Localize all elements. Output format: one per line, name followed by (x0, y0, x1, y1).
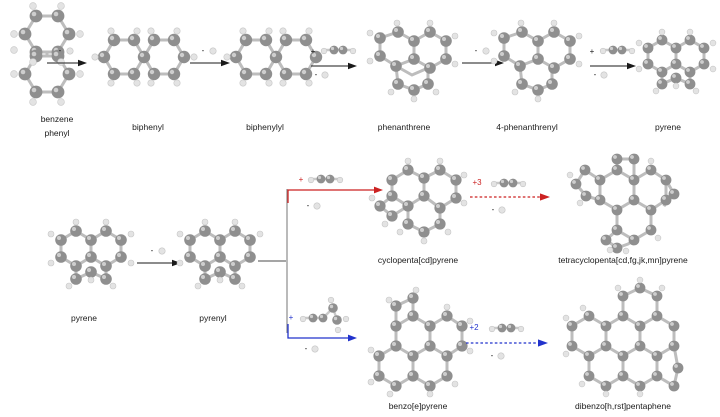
caption-cyclopenta-cd-pyrene: cyclopenta[cd]pyrene (377, 255, 459, 265)
arrow-label-b2-above: +2 (469, 323, 479, 332)
molecule-benzene-phenyl (6, 2, 111, 106)
hydrogen-radical-icon (599, 69, 611, 79)
caption-pyrenyl: pyrenyl (199, 313, 227, 323)
caption-pyrene-top: pyrene (655, 122, 681, 132)
acetylene-icon (597, 43, 637, 57)
branch-bracket (258, 186, 304, 336)
arrow-label-r1-above: + (298, 175, 304, 184)
arrow-step-r1 (287, 186, 385, 204)
arrow-step-b1 (287, 322, 385, 342)
arrow-step-t1 (47, 58, 87, 68)
arrow-label-t1-above: - (58, 46, 62, 55)
caption-benzene: benzene (40, 114, 74, 124)
arrow-step-t2 (190, 58, 230, 68)
acetylene-icon (305, 172, 345, 186)
caption-biphenylyl: biphenylyl (246, 122, 284, 132)
hydrogen-radical-icon (320, 69, 332, 79)
molecule-4-phenanthrenyl (490, 19, 583, 103)
arrow-label-b2-below: - (490, 351, 494, 360)
molecule-pyrenyl (176, 218, 264, 290)
arrow-label-t5-below: - (593, 70, 597, 79)
molecule-cyclopenta-cd-pyrene (368, 157, 468, 248)
acetylene-icon (318, 43, 358, 57)
arrow-label-b1-below: - (304, 344, 308, 353)
hydrogen-radical-icon (310, 343, 322, 353)
molecule-pyrene-row2 (47, 218, 135, 290)
molecule-benzo-e-pyrene (367, 286, 474, 398)
arrow-label-t5-above: + (589, 47, 595, 56)
molecule-dibenzo-pentaphene (562, 276, 684, 398)
acetylene-icon (486, 321, 526, 335)
arrow-step-t3 (311, 61, 357, 71)
arrow-label-m1-above: - (150, 246, 154, 255)
caption-phenyl: phenyl (44, 128, 70, 138)
arrow-step-m1 (137, 258, 181, 268)
hydrogen-radical-icon (157, 245, 169, 255)
molecule-pyrene-top (635, 28, 717, 95)
arrow-step-b2 (466, 338, 550, 348)
acetylene-icon (488, 176, 528, 190)
molecule-tetracyclopenta-pyrene (566, 153, 680, 255)
hydrogen-radical-icon (481, 45, 493, 55)
vinylacetylene-icon (295, 296, 351, 340)
arrow-label-r2-below: - (491, 205, 495, 214)
hydrogen-radical-icon (312, 200, 324, 210)
hydrogen-radical-icon (497, 204, 509, 214)
caption-biphenyl: biphenyl (132, 122, 164, 132)
caption-pyrene-row2: pyrene (71, 313, 97, 323)
caption-4-phenanthrenyl: 4-phenanthrenyl (496, 122, 558, 132)
caption-dibenzo-pentaphene: dibenzo[h,rst]pentaphene (575, 401, 671, 411)
arrow-label-t2-above: - (201, 46, 205, 55)
molecule-phenanthrene (366, 19, 459, 103)
arrow-label-b1-above: + (288, 313, 294, 322)
caption-benzo-e-pyrene: benzo[e]pyrene (388, 401, 448, 411)
molecule-biphenyl (91, 27, 201, 87)
hydrogen-radical-icon (65, 45, 77, 55)
arrow-label-t3-below: - (314, 70, 318, 79)
arrow-label-r1-below: - (306, 201, 310, 210)
hydrogen-radical-icon (496, 350, 508, 360)
caption-tetracyclopenta-pyrene: tetracyclopenta[cd,fg,jk,mn]pyrene (558, 255, 688, 265)
arrow-label-t3-above: + (310, 47, 316, 56)
arrow-step-t5 (590, 61, 636, 71)
hydrogen-radical-icon (208, 45, 220, 55)
arrow-label-t4-above: - (474, 46, 478, 55)
arrow-step-r2 (470, 192, 552, 202)
arrow-label-r2-above: +3 (472, 178, 482, 187)
caption-phenanthrene: phenanthrene (377, 122, 431, 132)
molecule-biphenylyl (223, 27, 328, 87)
